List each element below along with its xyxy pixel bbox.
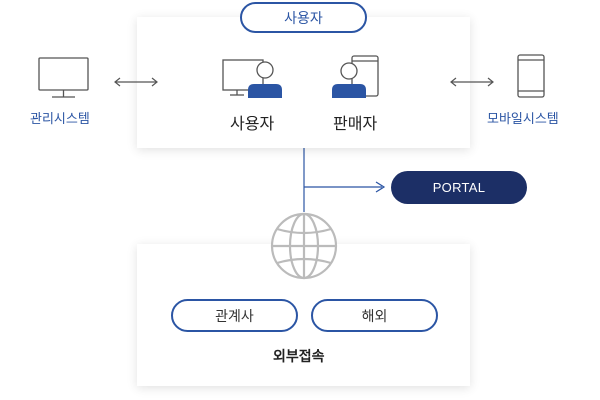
user-group-card bbox=[137, 17, 470, 148]
overseas-pill[interactable]: 해외 bbox=[311, 299, 438, 332]
globe-icon bbox=[270, 212, 338, 280]
portal-button[interactable]: PORTAL bbox=[391, 171, 527, 204]
smartphone-icon bbox=[517, 54, 545, 98]
affiliate-pill[interactable]: 관계사 bbox=[171, 299, 298, 332]
bidirectional-arrow-icon bbox=[114, 77, 158, 87]
seller-label: 판매자 bbox=[333, 114, 378, 133]
user-label: 사용자 bbox=[230, 114, 275, 133]
monitor-icon bbox=[38, 57, 89, 98]
tablet-user-icon bbox=[332, 55, 379, 98]
bidirectional-arrow-icon bbox=[450, 77, 494, 87]
user-header-pill: 사용자 bbox=[240, 2, 367, 33]
external-access-title: 외부접속 bbox=[273, 349, 325, 365]
admin-system-label: 관리시스템 bbox=[30, 112, 90, 127]
mobile-system-label: 모바일시스템 bbox=[487, 112, 559, 127]
desktop-user-icon bbox=[222, 59, 282, 98]
